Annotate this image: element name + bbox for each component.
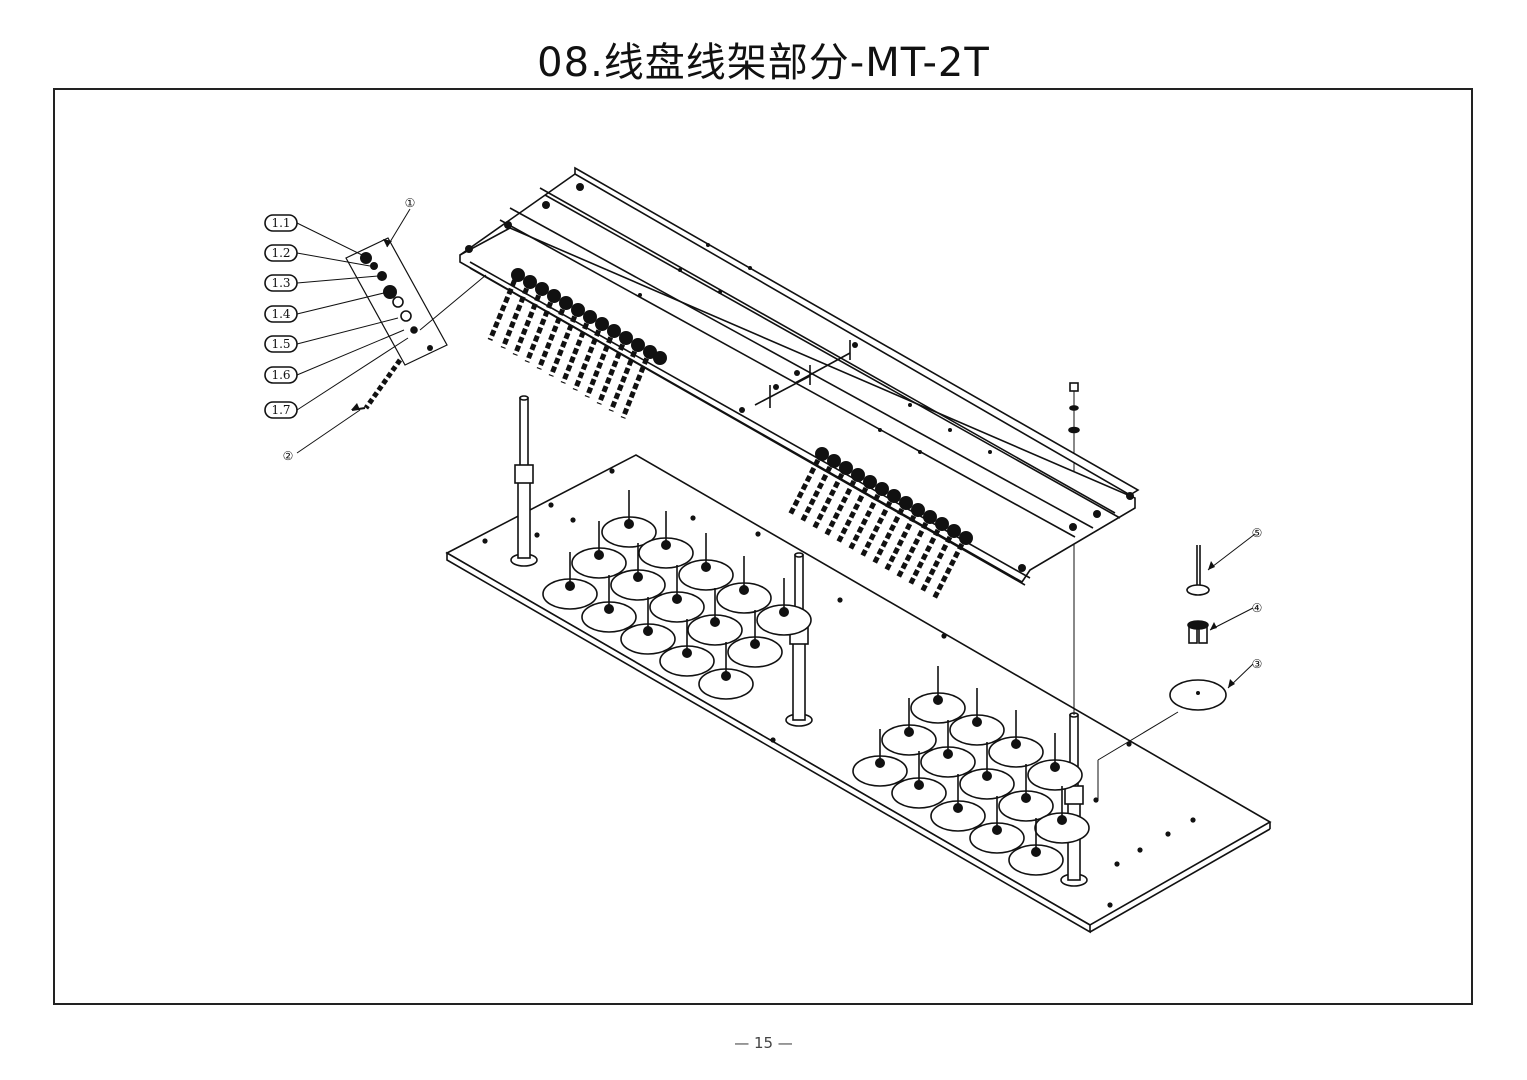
svg-text:1.3: 1.3	[271, 276, 290, 290]
svg-text:1.4: 1.4	[271, 307, 290, 321]
thread-stand-rails	[459, 166, 1140, 586]
base-plate	[445, 454, 1272, 934]
callout-1: ①	[405, 196, 416, 210]
tension-units-left	[487, 268, 667, 419]
callout-1-3: 1.3	[264, 274, 298, 292]
page-number: — 15 —	[734, 1034, 793, 1052]
svg-text:1.5: 1.5	[271, 337, 290, 351]
spool-group-left	[542, 490, 812, 700]
callout-5: ⑤	[1252, 526, 1263, 540]
detail-inset	[345, 237, 487, 411]
spool-group-right	[852, 666, 1090, 876]
support-post-middle	[785, 552, 813, 727]
support-post-left	[510, 395, 538, 567]
svg-text:1.2: 1.2	[271, 246, 290, 260]
callout-1-1: 1.1	[264, 214, 298, 232]
callout-1-2: 1.2	[264, 244, 298, 262]
drawing-frame	[53, 88, 1473, 1005]
svg-text:1.7: 1.7	[271, 403, 290, 417]
exploded-spool-parts	[1097, 545, 1227, 800]
callout-1-4: 1.4	[264, 305, 298, 323]
svg-text:1.1: 1.1	[271, 216, 290, 230]
tension-units-right	[787, 447, 973, 601]
svg-text:1.6: 1.6	[271, 368, 290, 382]
callout-4: ④	[1252, 601, 1263, 615]
callout-1-5: 1.5	[264, 335, 298, 353]
callout-1-6: 1.6	[264, 366, 298, 384]
callout-2: ②	[283, 449, 294, 463]
callout-1-7: 1.7	[264, 401, 298, 419]
callout-3: ③	[1252, 657, 1263, 671]
page-title: 08.线盘线架部分-MT-2T	[537, 40, 990, 86]
